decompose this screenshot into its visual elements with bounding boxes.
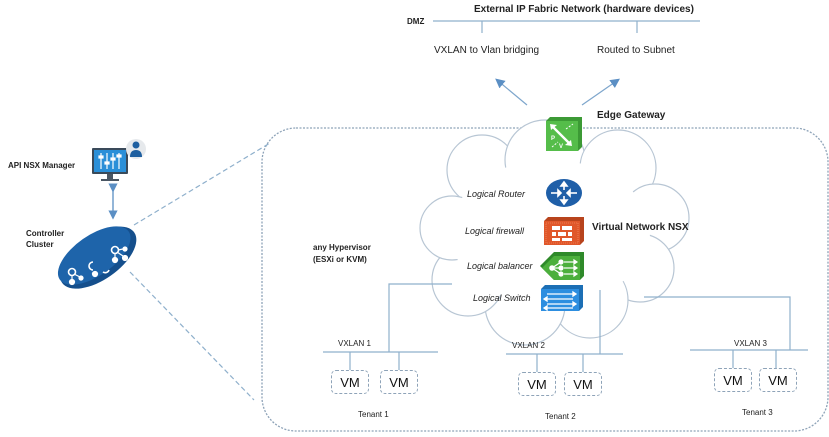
monitor-user-icon xyxy=(92,139,146,181)
routed-subnet-label: Routed to Subnet xyxy=(597,45,675,56)
tenant-3-vm-2[interactable]: VM xyxy=(759,368,797,392)
switch-icon xyxy=(541,285,583,312)
logical-switch-label: Logical Switch xyxy=(473,293,531,303)
vxlan-bridging-label: VXLAN to Vlan bridging xyxy=(434,45,540,56)
load-balancer-icon xyxy=(540,252,584,280)
controller-link-bottom xyxy=(129,271,255,401)
tenant-2-vm-2[interactable]: VM xyxy=(564,372,602,396)
virtual-network-nsx-label: Virtual Network NSX xyxy=(592,222,689,233)
vxlan-3-label: VXLAN 3 xyxy=(734,339,767,348)
controller-label-line2: Cluster xyxy=(26,240,54,249)
external-network-title: External IP Fabric Network (hardware dev… xyxy=(474,4,694,15)
tenant-2-vm-1[interactable]: VM xyxy=(518,372,556,396)
logical-router-label: Logical Router xyxy=(467,189,526,199)
svg-text:V: V xyxy=(559,144,563,150)
tenant-1-label: Tenant 1 xyxy=(358,410,389,419)
hypervisor-label-line1: any Hypervisor xyxy=(313,243,371,252)
controller-link-top xyxy=(133,142,271,226)
hypervisor-label-line2: (ESXi or KVM) xyxy=(313,255,367,264)
tenant-3-label: Tenant 3 xyxy=(742,408,773,417)
tenant-1-vm-1[interactable]: VM xyxy=(331,370,369,394)
controller-cluster-icon xyxy=(57,226,137,289)
vxlan-lines xyxy=(323,283,808,372)
dmz-label: DMZ xyxy=(407,17,425,26)
tenant-3-vm-1[interactable]: VM xyxy=(714,368,752,392)
edge-gateway-icon: P V xyxy=(546,117,582,151)
vxlan-2-label: VXLAN 2 xyxy=(512,341,545,350)
svg-text:P: P xyxy=(551,136,555,142)
logical-firewall-label: Logical firewall xyxy=(465,226,525,236)
api-nsx-manager-label: API NSX Manager xyxy=(8,161,76,170)
edge-to-routed-arrow xyxy=(581,78,620,106)
tenant-1-vm-2[interactable]: VM xyxy=(380,370,418,394)
tenant-2-label: Tenant 2 xyxy=(545,412,576,421)
edge-gateway-label: Edge Gateway xyxy=(597,110,666,121)
edge-to-bridge-arrow xyxy=(495,78,528,106)
router-icon xyxy=(546,179,582,207)
controller-label-line1: Controller xyxy=(26,229,65,238)
vxlan-1-label: VXLAN 1 xyxy=(338,339,371,348)
logical-balancer-label: Logical balancer xyxy=(467,261,533,271)
firewall-icon xyxy=(544,217,584,245)
